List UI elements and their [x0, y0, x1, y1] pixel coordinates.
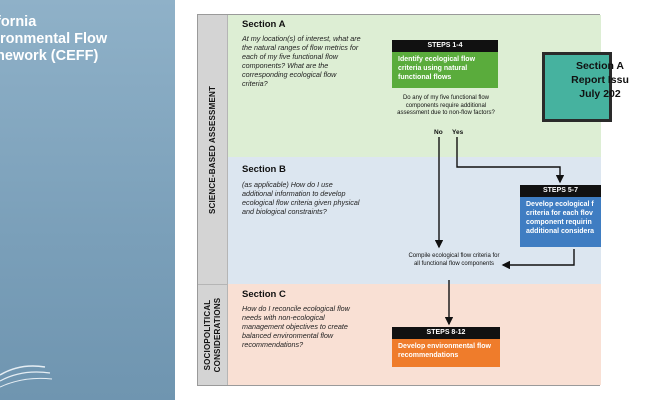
steps-1-4-header: STEPS 1-4 [392, 40, 498, 52]
section-a-title: Section A [242, 19, 286, 30]
wave-logo-icon [0, 365, 53, 388]
science-based-assessment-label: SCIENCE-BASED ASSESSMENT [207, 85, 217, 214]
science-strip: SCIENCE-BASED ASSESSMENT [198, 15, 228, 284]
steps-5-7-box: Develop ecological f criteria for each f… [520, 197, 601, 247]
sociopolitical-label: SOCIOPOLITICAL CONSIDERATIONS [203, 298, 223, 373]
callout-line-1: Section A [575, 60, 625, 72]
compile-criteria-note: Compile ecological flow criteria for all… [408, 253, 500, 267]
callout-text: Section A Report Issu July 202 [550, 59, 650, 101]
no-label: No [434, 129, 443, 136]
sociopolitical-line-2: CONSIDERATIONS [212, 297, 222, 373]
callout-line-2: Report Issu [571, 74, 629, 86]
section-b-question: (as applicable) How do I use additional … [242, 180, 360, 216]
callout-line-3: July 202 [579, 88, 621, 100]
report-callout: Section A Report Issu July 202 [542, 52, 629, 122]
decision-question: Do any of my five functional flow compon… [397, 95, 495, 116]
yes-label: Yes [452, 129, 464, 136]
title-line-1: fornia [0, 14, 37, 30]
ceff-flow-diagram: SCIENCE-BASED ASSESSMENT SOCIOPOLITICAL … [197, 14, 629, 386]
steps-8-12-box: Develop environmental flow recommendatio… [392, 339, 500, 367]
title-panel: fornia ironmental Flow nework (CEFF) [0, 0, 175, 400]
steps-5-7-header: STEPS 5-7 [520, 185, 601, 197]
framework-title: fornia ironmental Flow nework (CEFF) [0, 14, 196, 65]
section-a-question: At my location(s) of interest, what are … [242, 34, 361, 88]
steps-1-4-box: Identify ecological flow criteria using … [392, 52, 498, 88]
steps-8-12-header: STEPS 8-12 [392, 327, 500, 339]
section-b-title: Section B [242, 164, 286, 175]
title-line-3: nework (CEFF) [0, 48, 99, 64]
section-c-title: Section C [242, 289, 286, 300]
sociopolitical-line-1: SOCIOPOLITICAL [202, 299, 212, 371]
title-line-2: ironmental Flow [0, 31, 108, 47]
section-c-question: How do I reconcile ecological flow needs… [242, 304, 350, 349]
sociopolitical-strip: SOCIOPOLITICAL CONSIDERATIONS [198, 284, 228, 385]
